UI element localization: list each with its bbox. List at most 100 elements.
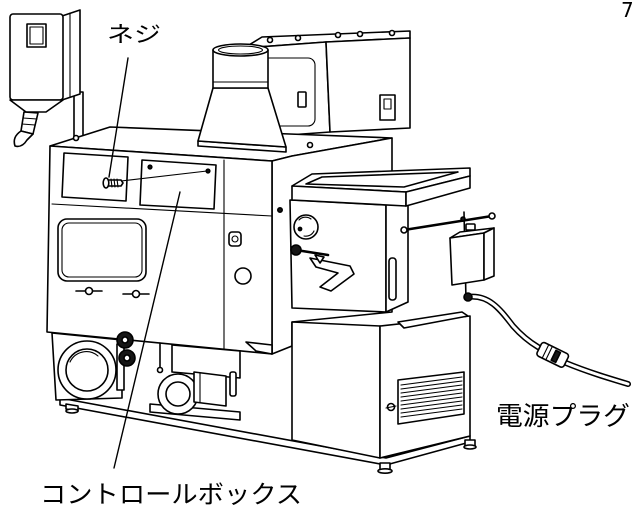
cord-grommet bbox=[463, 292, 473, 302]
top-bolt bbox=[72, 134, 80, 142]
lever-pivot bbox=[314, 254, 325, 264]
support-pole bbox=[73, 91, 84, 141]
power-plug-label: 電源プラグ bbox=[496, 402, 630, 432]
vent-slat bbox=[400, 376, 463, 386]
page-number: 7 bbox=[621, 0, 634, 22]
screw-thread bbox=[116, 178, 119, 188]
bolt bbox=[294, 34, 302, 42]
power-plug bbox=[536, 341, 570, 368]
vent-slat bbox=[400, 400, 463, 410]
control-box-label: コントロールボックス bbox=[40, 480, 302, 509]
discharge-stopper bbox=[229, 371, 237, 397]
dial-arrow bbox=[298, 216, 312, 221]
cabinet-knob-stem bbox=[385, 405, 397, 409]
spout-ring bbox=[21, 123, 36, 126]
screw-panel bbox=[61, 152, 129, 202]
discharge-hood bbox=[171, 344, 241, 379]
screw-label: ネジ bbox=[107, 23, 161, 48]
feed-tank-funnel bbox=[9, 99, 64, 113]
dial-arrow bbox=[303, 230, 315, 237]
discharge-rod-cap bbox=[156, 366, 164, 374]
side-unit bbox=[289, 167, 496, 329]
foot-pad bbox=[377, 467, 393, 474]
side-screw bbox=[276, 207, 283, 214]
outlet-lip bbox=[245, 341, 273, 355]
rear-housing-switch bbox=[297, 91, 307, 108]
rear-housing-window-inner bbox=[383, 98, 392, 110]
vent-slat bbox=[400, 380, 463, 390]
feed-tank-window-inner bbox=[29, 26, 44, 45]
selector-dial bbox=[293, 214, 319, 240]
control-box-leader-line bbox=[113, 191, 181, 469]
power-plug-rib bbox=[541, 344, 550, 359]
feed-spout bbox=[20, 111, 39, 135]
screw-shaft bbox=[107, 179, 124, 187]
power-plug-rib bbox=[545, 345, 553, 361]
power-plug-body bbox=[536, 341, 570, 368]
bolt bbox=[266, 36, 274, 44]
tray-end bbox=[405, 175, 471, 207]
lever-handle bbox=[309, 257, 355, 292]
tray-opening bbox=[305, 171, 459, 188]
switch-box-side bbox=[483, 227, 495, 281]
side-panel-knob-center bbox=[231, 235, 239, 243]
switch-box bbox=[449, 223, 495, 286]
bolt bbox=[388, 29, 396, 37]
tray bbox=[291, 167, 471, 207]
side-unit-slot bbox=[388, 257, 397, 301]
vent-slat bbox=[400, 384, 463, 394]
dial-ring bbox=[293, 214, 319, 240]
discharge-chute bbox=[193, 371, 227, 407]
base-plate bbox=[59, 397, 477, 474]
pulley-hub bbox=[165, 381, 191, 407]
discharge-unit bbox=[149, 342, 241, 421]
vent-slat bbox=[400, 404, 463, 414]
crank-lever bbox=[290, 244, 355, 292]
spout-tip bbox=[13, 130, 34, 148]
screw-leader-line bbox=[108, 57, 129, 178]
adjust-knob-lower-cap bbox=[123, 354, 131, 362]
bolt bbox=[356, 30, 364, 38]
feed-tank bbox=[9, 9, 84, 148]
screw-head bbox=[102, 177, 110, 189]
screw bbox=[102, 177, 124, 189]
vent-slat bbox=[400, 392, 463, 402]
power-cord-core bbox=[466, 295, 540, 349]
hopper bbox=[197, 43, 287, 153]
crank-knob bbox=[290, 244, 302, 256]
blower-inner-shadow bbox=[69, 351, 99, 363]
bolt bbox=[334, 31, 342, 39]
guide-rod-end bbox=[400, 226, 408, 234]
lower-cabinet-left-face bbox=[291, 321, 381, 459]
blower-inner-ring bbox=[65, 348, 109, 392]
spout-ring bbox=[22, 117, 38, 120]
vent-slat bbox=[400, 408, 463, 418]
lower-cabinet bbox=[291, 315, 471, 459]
vent-slat bbox=[400, 388, 463, 398]
upper-panel-divider bbox=[51, 203, 273, 217]
adjust-knob-upper-cap bbox=[121, 336, 129, 344]
adjuster-knob bbox=[131, 289, 141, 299]
foot-pad bbox=[65, 408, 79, 414]
frame-screw bbox=[460, 216, 466, 222]
power-plug-collar bbox=[550, 349, 562, 364]
adjuster-knob bbox=[84, 286, 94, 296]
guide-rod bbox=[402, 214, 494, 232]
screw-thread bbox=[110, 178, 113, 188]
screw-insertion-line bbox=[120, 170, 208, 182]
power-cord bbox=[463, 292, 631, 387]
top-bolt bbox=[306, 141, 314, 149]
power-cord-core bbox=[564, 361, 630, 386]
blower bbox=[51, 331, 136, 401]
hopper-opening bbox=[217, 45, 264, 55]
front-window-inner bbox=[61, 222, 143, 278]
dial-dot bbox=[297, 226, 303, 232]
switch-box-cap bbox=[465, 223, 476, 231]
panel-screw-hole bbox=[147, 164, 153, 170]
vent-slat bbox=[400, 396, 463, 406]
side-unit-ledge bbox=[397, 311, 469, 329]
vent-grille bbox=[397, 371, 465, 425]
rear-housing-bolts bbox=[266, 29, 396, 44]
guide-rod-end bbox=[488, 212, 496, 220]
foot-pad bbox=[463, 444, 477, 450]
